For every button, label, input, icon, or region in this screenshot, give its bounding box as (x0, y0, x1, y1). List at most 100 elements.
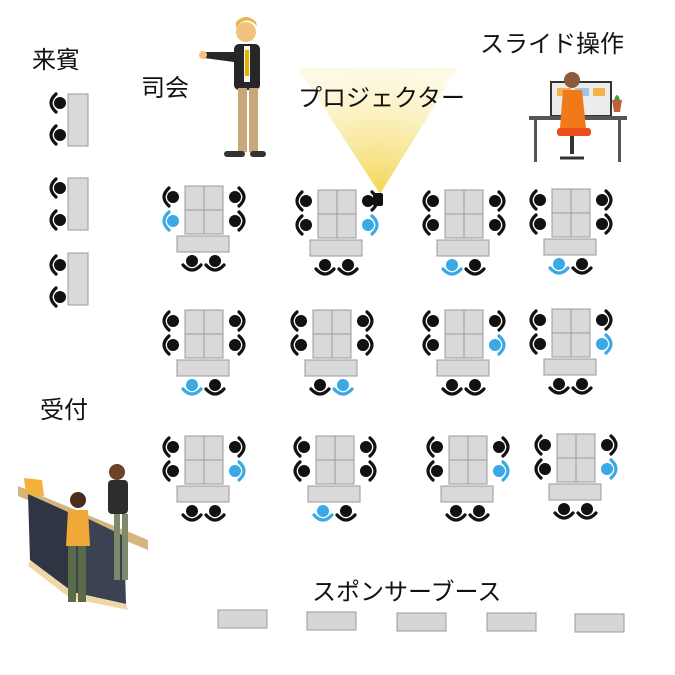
chair-icon (229, 186, 246, 208)
audience-table (331, 309, 352, 335)
table-cluster (309, 189, 363, 257)
chair-icon (309, 379, 331, 396)
audience-tables (176, 185, 602, 503)
audience-table (556, 457, 577, 483)
chair-icon (337, 259, 359, 276)
chair-icon (596, 309, 613, 331)
audience-table (203, 459, 224, 485)
sponsor-booth (306, 611, 357, 631)
audience-table (184, 459, 205, 485)
reception-label: 受付 (40, 396, 88, 424)
table-cluster (176, 309, 230, 377)
chair-icon (362, 214, 379, 236)
chair-icon (290, 310, 307, 332)
chair-icon (293, 436, 310, 458)
chair-icon (529, 309, 546, 331)
audience-table (336, 189, 357, 215)
chair-icon (596, 333, 613, 355)
chair-icon (422, 334, 439, 356)
table-cluster (440, 435, 494, 503)
audience-table (463, 333, 484, 359)
chair-icon (445, 505, 467, 522)
audience-table (463, 189, 484, 215)
chair-icon (204, 379, 226, 396)
chair-icon (295, 190, 312, 212)
chair-icon (204, 505, 226, 522)
audience-table (317, 189, 338, 215)
audience-table (184, 333, 205, 359)
audience-table (307, 485, 361, 503)
chair-icon (601, 434, 618, 456)
audience-table (570, 188, 591, 214)
sponsor-booth (574, 613, 625, 633)
table-cluster (543, 308, 597, 376)
audience-table (436, 359, 490, 377)
chair-icon (49, 254, 66, 276)
guest-seating (67, 93, 89, 306)
chair-icon (489, 190, 506, 212)
chair-icon (489, 310, 506, 332)
projector-label: プロジェクター (298, 84, 465, 112)
chair-icon (162, 436, 179, 458)
audience-table (548, 483, 602, 501)
chair-icon (181, 505, 203, 522)
chair-icon (295, 214, 312, 236)
guest-table (67, 252, 89, 306)
chair-icon (229, 334, 246, 356)
audience-table (176, 235, 230, 253)
sponsor-booths (217, 609, 625, 633)
chair-icon (576, 503, 598, 520)
chair-icon (493, 436, 510, 458)
audience-table (309, 239, 363, 257)
audience-table (312, 309, 333, 335)
audience-table (334, 435, 355, 461)
audience-table (184, 309, 205, 335)
audience-table (184, 435, 205, 461)
audience-table (448, 435, 469, 461)
chair-icon (49, 92, 66, 114)
sponsor-booth (486, 612, 537, 632)
chair-icon (162, 460, 179, 482)
audience-table (336, 213, 357, 239)
audience-table (543, 238, 597, 256)
audience-table (312, 333, 333, 359)
chair-icon (441, 379, 463, 396)
audience-table (203, 209, 224, 235)
audience-table (444, 189, 465, 215)
audience-table (551, 332, 572, 358)
audience-table (334, 459, 355, 485)
chair-icon (571, 258, 593, 275)
chair-icon (229, 436, 246, 458)
chair-icon (534, 434, 551, 456)
chair-icon (468, 505, 490, 522)
chair-icon (357, 310, 374, 332)
audience-table (551, 188, 572, 214)
chair-icon (571, 378, 593, 395)
audience-table (176, 485, 230, 503)
chair-icon (553, 503, 575, 520)
chair-icon (422, 214, 439, 236)
chair-icon (314, 259, 336, 276)
chair-icon (49, 209, 66, 231)
table-cluster (436, 309, 490, 377)
audience-table (304, 359, 358, 377)
chair-icon (441, 259, 463, 276)
audience-table (575, 457, 596, 483)
chair-icon (489, 214, 506, 236)
audience-table (575, 433, 596, 459)
sponsor-booth (217, 609, 268, 629)
chair-icon (360, 460, 377, 482)
chair-icon (290, 334, 307, 356)
chair-icon (426, 436, 443, 458)
audience-table (203, 309, 224, 335)
sponsor-booth (396, 612, 447, 632)
chair-icon (360, 436, 377, 458)
chair-icon (162, 210, 179, 232)
audience-table (203, 435, 224, 461)
projector-beam (298, 68, 458, 194)
presenter-icon (199, 17, 266, 157)
audience-table (570, 332, 591, 358)
chair-icon (162, 186, 179, 208)
chair-icon (464, 259, 486, 276)
